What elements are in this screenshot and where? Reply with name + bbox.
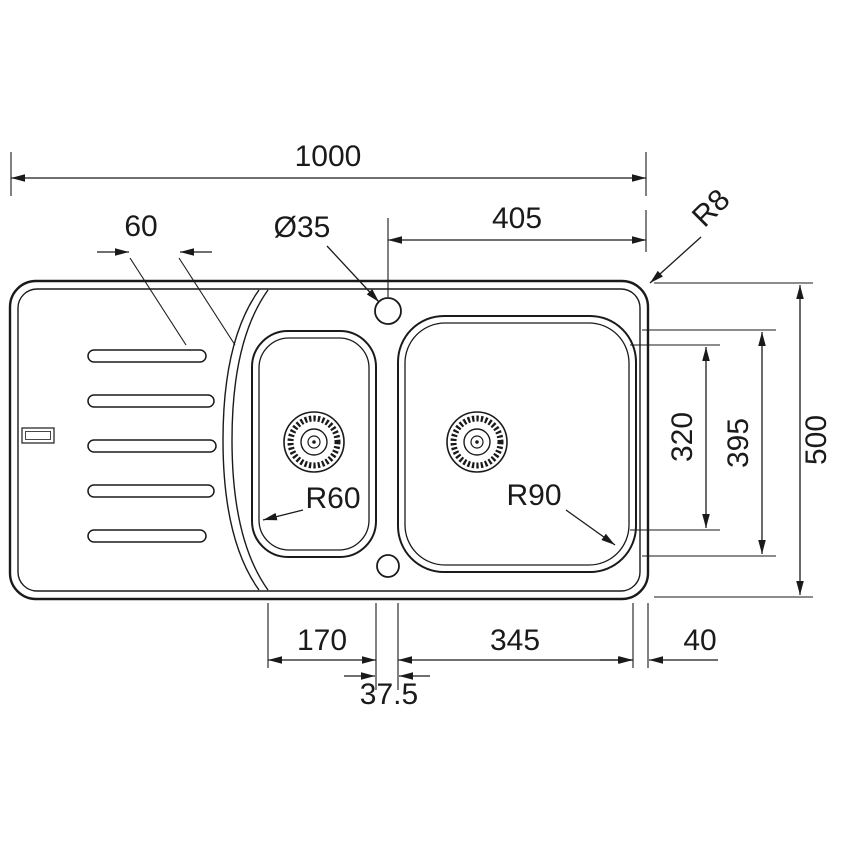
drainboard-divider-outer <box>222 289 260 591</box>
bottom-extension-lines <box>267 603 649 690</box>
dim-large-bowl-corner-leader <box>565 509 616 546</box>
large-bowl-outer <box>397 315 637 573</box>
dim-corner-radius-label: R8 <box>686 183 736 233</box>
groove <box>87 439 217 453</box>
dim-tap-to-edge <box>387 210 647 297</box>
dim-edge-offset-label: 40 <box>683 624 716 657</box>
dim-small-bowl-width-label: 170 <box>297 624 347 657</box>
groove <box>87 529 207 543</box>
dim-groove-label: 60 <box>124 210 157 243</box>
dim-corner-radius-leader <box>649 236 702 284</box>
drainboard-divider-inner <box>231 289 269 591</box>
tap-hole <box>374 297 402 325</box>
dim-bowl-depth-outer-label: 395 <box>722 418 755 468</box>
overflow-hole <box>376 554 400 578</box>
drainboard <box>21 289 269 591</box>
dim-large-bowl-corner-label: R90 <box>506 479 561 512</box>
dim-overall-depth-label: 500 <box>800 415 833 465</box>
dim-bowl-depth-inner <box>630 344 720 531</box>
dim-small-bowl-corner-leader <box>262 509 304 521</box>
dim-groove <box>97 248 236 346</box>
large-bowl-inner <box>404 322 630 566</box>
small-bowl-drain <box>283 411 345 473</box>
dim-small-bowl-corner-label: R60 <box>305 482 360 515</box>
large-bowl <box>397 315 637 573</box>
dim-tap-hole-label: Ø35 <box>274 211 331 244</box>
dim-bowl-gap-label: 37.5 <box>360 678 418 711</box>
small-bowl <box>251 330 377 558</box>
brand-logo-plate <box>21 427 55 444</box>
dim-tap-hole-leader <box>326 245 380 303</box>
dim-bowl-depth-inner-label: 320 <box>666 412 699 462</box>
sink-rim-inner-edge <box>17 288 641 592</box>
sink-body <box>8 279 650 601</box>
large-bowl-drain <box>446 411 508 473</box>
groove <box>87 394 215 408</box>
sink-outer-edge <box>8 279 650 601</box>
dim-large-bowl-width-label: 345 <box>490 624 540 657</box>
groove <box>87 349 207 363</box>
dim-overall-width-label: 1000 <box>295 140 362 173</box>
dim-overall-depth <box>654 282 813 598</box>
dimension-lines <box>10 152 813 690</box>
small-bowl-outer <box>251 330 377 558</box>
dimension-labels: 1000 60 Ø35 405 R8 500 395 320 R60 R90 1… <box>124 140 833 711</box>
dim-tap-to-edge-label: 405 <box>492 202 542 235</box>
drainboard-grooves <box>87 349 217 543</box>
dim-overall-width <box>10 152 647 196</box>
dim-bowl-depth-outer <box>642 329 776 557</box>
groove <box>87 484 215 498</box>
small-bowl-inner <box>258 337 370 551</box>
